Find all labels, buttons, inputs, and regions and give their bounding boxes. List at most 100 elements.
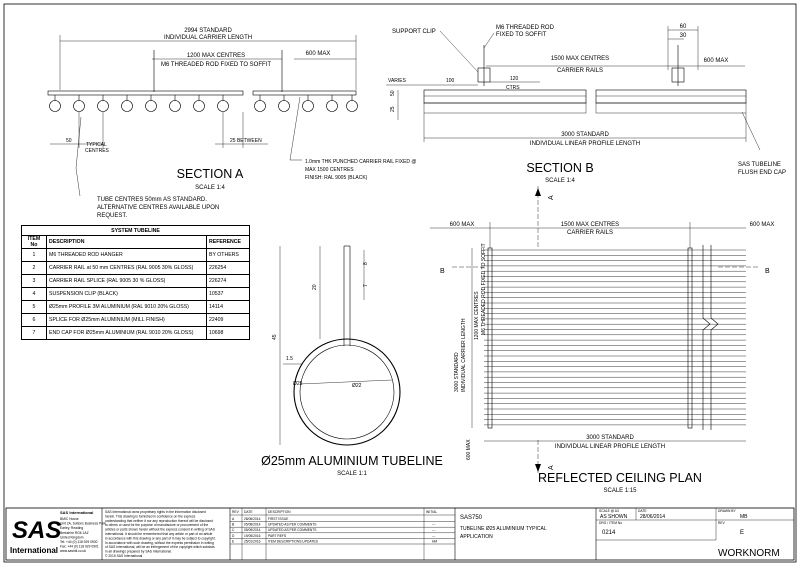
title-block: SAS International SAS International BMIC… <box>5 507 795 561</box>
dim-20: 20 <box>312 284 318 290</box>
col-desc: DESCRIPTION <box>46 235 207 249</box>
carrier-rail <box>487 247 493 429</box>
dim-45: 45 <box>272 334 278 340</box>
v-600: 600 MAX <box>466 439 472 460</box>
varies-label: VARIES <box>388 78 407 84</box>
desc-1: TUBELINE Ø25 ALUMINIUM TYPICAL <box>460 526 547 532</box>
dim-1500: 1500 MAX CENTRES <box>551 56 609 62</box>
carrier-rail <box>687 247 693 429</box>
date-label: DATE <box>638 509 647 513</box>
address-line: Tel: +44 (0) 118 929 0900 <box>60 540 98 544</box>
rev-cell: PART REFS <box>268 534 287 538</box>
rev-cell: 28/06/2014 <box>244 517 261 521</box>
carrier-rail <box>252 90 357 96</box>
rev-cell: ITEM DESCRIPTIONS UPDATED <box>268 539 319 543</box>
rev-cell: A <box>232 517 235 521</box>
tube-lines <box>484 249 746 426</box>
dia-25: Ø25 <box>293 381 303 387</box>
tube-inner <box>299 344 395 440</box>
dim-7: 7 <box>363 284 369 287</box>
rev-cell: D <box>232 534 235 538</box>
section-a-title: SECTION A <box>177 167 244 181</box>
date-value: 28/06/2014 <box>640 514 665 520</box>
support-clip <box>671 67 685 83</box>
dim-600-right: 600 MAX <box>750 222 775 228</box>
section-b-scale: SCALE 1:4 <box>545 178 575 184</box>
dim-1200: 1200 MAX CENTRES <box>187 53 245 59</box>
section-b-title: SECTION B <box>526 161 593 175</box>
col-ref: REFERENCE <box>206 235 250 249</box>
disclaimer-line: herein. This drawing is furnished in con… <box>105 514 196 518</box>
rail-note-3: FINISH: RAL 9005 (BLACK) <box>305 175 368 181</box>
tube-row-left <box>49 95 229 112</box>
rev-header: DESCRIPTION <box>268 510 291 514</box>
v-1200: 1200 MAX CENTRES <box>474 291 480 340</box>
dim-1500: 1500 MAX CENTRES <box>561 222 619 228</box>
typical-label: TYPICAL <box>86 142 107 148</box>
dim-60: 60 <box>680 24 687 30</box>
ctrs-label: CTRS <box>506 85 520 91</box>
rev-header: DATE <box>244 510 253 514</box>
logo-mark: SAS <box>12 517 61 544</box>
address-line: United Kingdom <box>60 535 84 539</box>
disclaimer-line: In accordance with such drawing, without… <box>105 541 214 545</box>
marker-b-right: B <box>765 268 770 275</box>
endcap-2: FLUSH END CAP <box>738 170 786 176</box>
dim-3000: 3000 STANDARD <box>561 132 609 138</box>
disclaimer-line: articles or parts shown herein without t… <box>105 528 216 532</box>
dim-600: 600 MAX <box>704 58 729 64</box>
col-item: ITEM No <box>21 235 47 249</box>
leader-tube-centres <box>75 116 82 197</box>
dia-22: Ø22 <box>352 383 362 389</box>
disclaimer-line: in accordance with this drawing or any p… <box>105 536 216 540</box>
rail-note-2: MAX 1500 CENTRES <box>305 167 354 173</box>
profile-left <box>423 89 587 104</box>
address-line: BMIC House <box>60 517 79 521</box>
rev-header: INITIAL <box>426 510 437 514</box>
rev-cell: --- <box>432 523 435 527</box>
ceiling-plan: A A B B 600 MAX 1500 MAX CENTRES CARRIER… <box>430 186 774 494</box>
system-table: SYSTEM TUBELINE ITEM No DESCRIPTION REFE… <box>21 225 250 340</box>
dim-100: 100 <box>446 78 455 84</box>
note-line-3: REQUEST. <box>97 213 127 219</box>
rev-cell: B <box>232 523 235 527</box>
section-arrow <box>535 188 541 196</box>
section-a-scale: SCALE 1:4 <box>195 185 225 191</box>
drawn-label: DRAWN BY <box>718 509 736 513</box>
carrier-rail <box>47 90 244 96</box>
tube-outer <box>293 338 401 446</box>
address-line: Fax: +44 (0) 118 929 0901 <box>60 545 99 549</box>
dim-600-left: 600 MAX <box>450 222 475 228</box>
dim-600: 600 MAX <box>306 51 331 57</box>
v-carrier-length: INDIVIDUAL CARRIER LENGTH <box>461 318 467 392</box>
profile-lower <box>423 102 587 114</box>
disclaimer-line: to others or used for the purpose of man… <box>105 523 208 527</box>
rev-value: E <box>740 530 744 536</box>
disclaimer-line: understanding that neither it nor any re… <box>105 519 213 523</box>
between-label: 25 BETWEEN <box>230 138 262 144</box>
rev-header: REV <box>232 510 240 514</box>
disclaimer: SAS International owns proprietary right… <box>105 510 216 558</box>
rail-note-1: 1.0mm THK PUNCHED CARRIER RAIL FIXED @ <box>305 159 416 165</box>
rev-cell: 05/08/2014 <box>244 523 261 527</box>
profile-right <box>595 89 747 104</box>
rev-cell: C <box>232 528 235 532</box>
dim-25: 25 <box>390 106 396 112</box>
desc-2: APPLICATION <box>460 534 493 540</box>
workflow-label: WORKNORM <box>718 548 780 559</box>
tube-detail: 20 45 8 7 1.5 Ø25 Ø22 Ø25mm ALUMINIUM TU… <box>261 245 443 477</box>
plan-scale: SCALE 1:15 <box>603 488 637 494</box>
marker-b-left: B <box>440 268 445 275</box>
rev-cell: 05/09/2014 <box>244 528 261 532</box>
dim-2994: 2994 STANDARD <box>184 28 232 34</box>
leader-rail <box>289 96 302 161</box>
rev-cell: E <box>232 539 235 543</box>
dwg-value: 0214 <box>602 530 616 536</box>
note-line-1: TUBE CENTRES 50mm AS STANDARD. <box>97 197 207 203</box>
dim-1-5: 1.5 <box>286 356 293 362</box>
endcap-1: SAS TUBELINE <box>738 162 781 168</box>
